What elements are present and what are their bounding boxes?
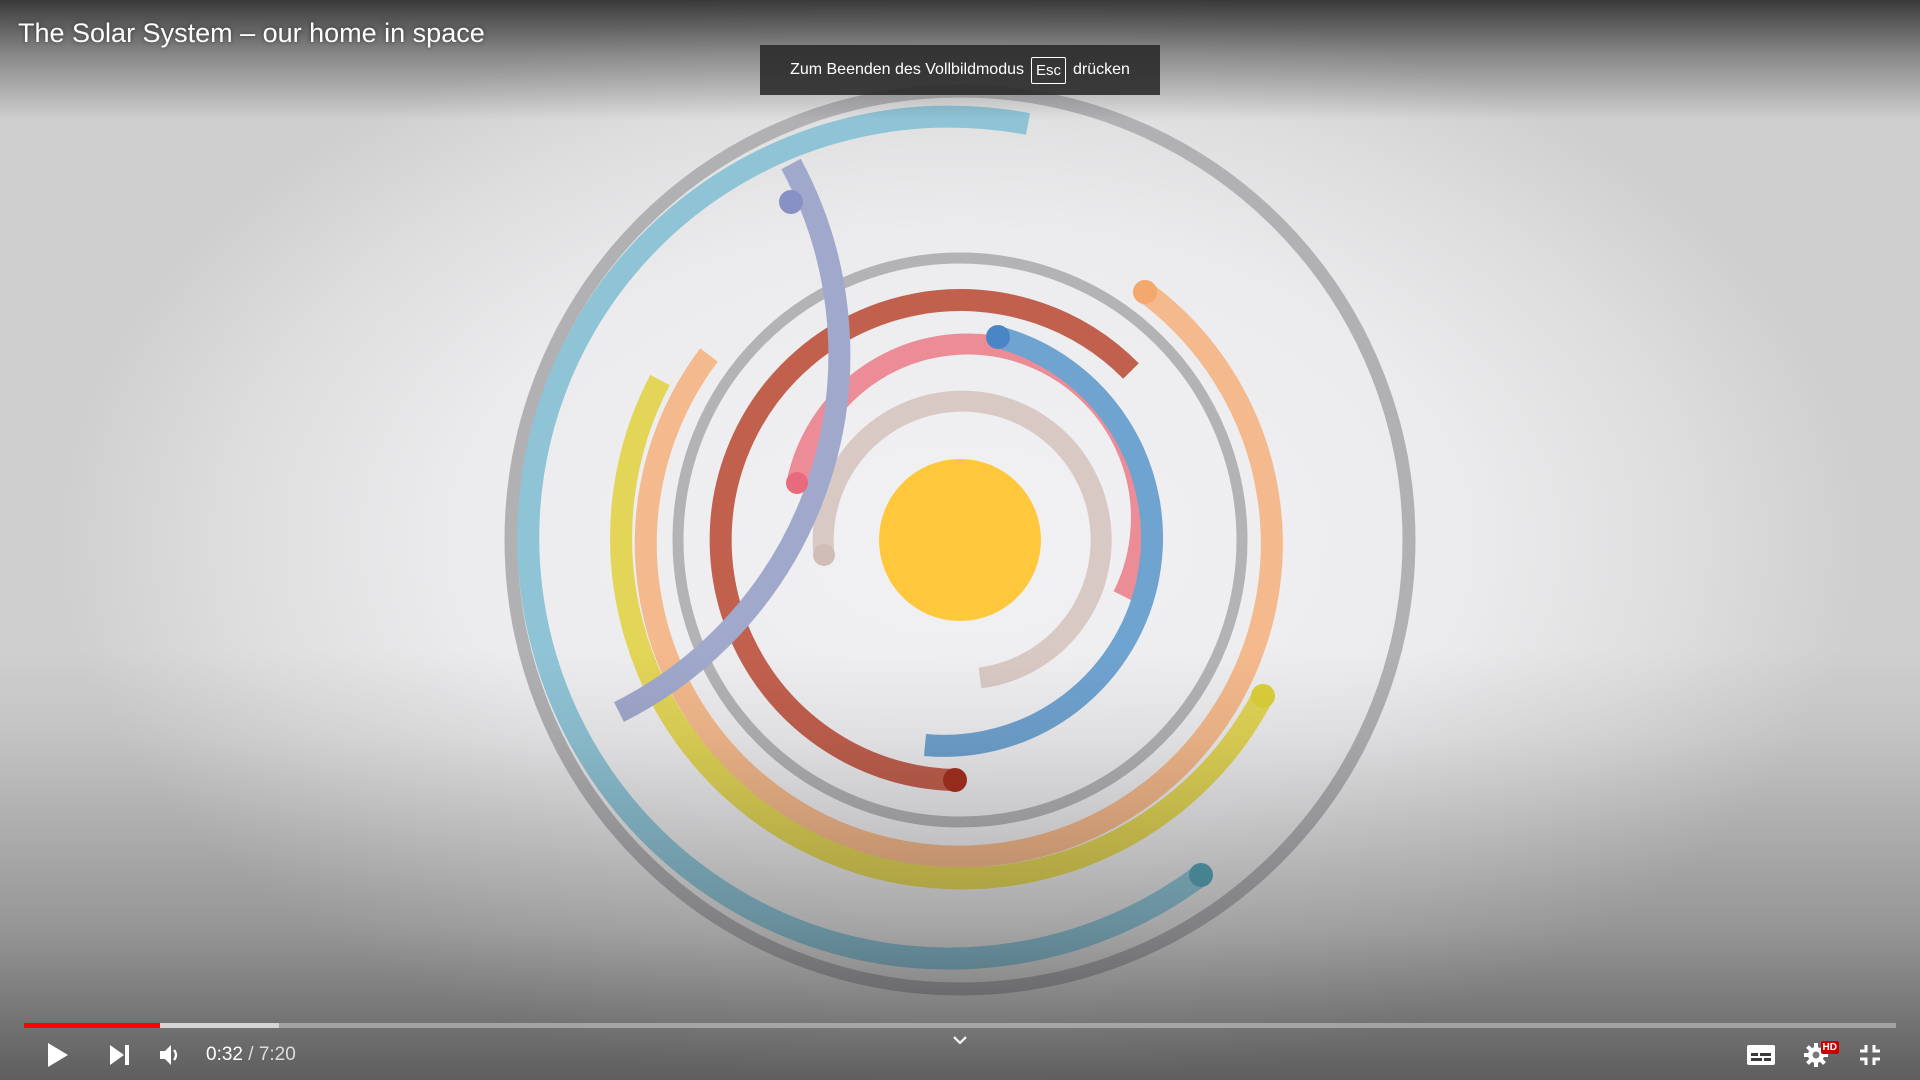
fullscreen-notice-text-before: Zum Beenden des Vollbildmodus — [790, 61, 1024, 78]
play-icon — [48, 1043, 68, 1067]
exit-fullscreen-icon — [1860, 1045, 1880, 1065]
mute-button[interactable] — [144, 1030, 196, 1080]
hd-badge: HD — [1820, 1041, 1839, 1054]
video-title[interactable]: The Solar System – our home in space — [18, 18, 485, 48]
expand-button[interactable] — [934, 1020, 986, 1060]
play-button[interactable] — [32, 1030, 84, 1080]
time-duration: 7:20 — [258, 1044, 296, 1065]
planet-mars — [943, 768, 967, 792]
volume-icon — [160, 1045, 178, 1065]
planet-saturn — [1251, 684, 1275, 708]
next-icon — [110, 1045, 129, 1065]
settings-icon — [1804, 1043, 1828, 1067]
planet-earth — [986, 325, 1010, 349]
sun — [879, 459, 1041, 621]
exit-fullscreen-button[interactable] — [1844, 1030, 1896, 1080]
time-display: 0:32 / 7:20 — [206, 1030, 296, 1080]
planet-neptune — [1189, 863, 1213, 887]
planet-uranus — [779, 190, 803, 214]
fullscreen-notice-text-after: drücken — [1073, 61, 1130, 78]
settings-button[interactable]: HD — [1790, 1030, 1842, 1080]
planet-jupiter — [1133, 280, 1157, 304]
fullscreen-exit-notice: Zum Beenden des Vollbildmodus Esc drücke… — [760, 45, 1160, 95]
next-video-button[interactable] — [94, 1030, 146, 1080]
player-controls: 0:32 / 7:20 HD — [0, 1030, 1920, 1080]
subtitles-button[interactable] — [1735, 1030, 1787, 1080]
progress-bar[interactable] — [24, 1019, 1896, 1031]
planet-mercury — [813, 544, 835, 566]
esc-key-hint: Esc — [1030, 56, 1066, 84]
chevron-down-icon — [953, 1036, 967, 1045]
time-current: 0:32 — [206, 1044, 243, 1065]
time-separator: / — [242, 1044, 259, 1065]
subtitles-icon — [1747, 1045, 1775, 1065]
orbit-arc-mercury — [812, 390, 1112, 689]
planet-venus — [786, 472, 808, 494]
progress-track — [24, 1023, 1896, 1028]
progress-played — [24, 1023, 161, 1028]
